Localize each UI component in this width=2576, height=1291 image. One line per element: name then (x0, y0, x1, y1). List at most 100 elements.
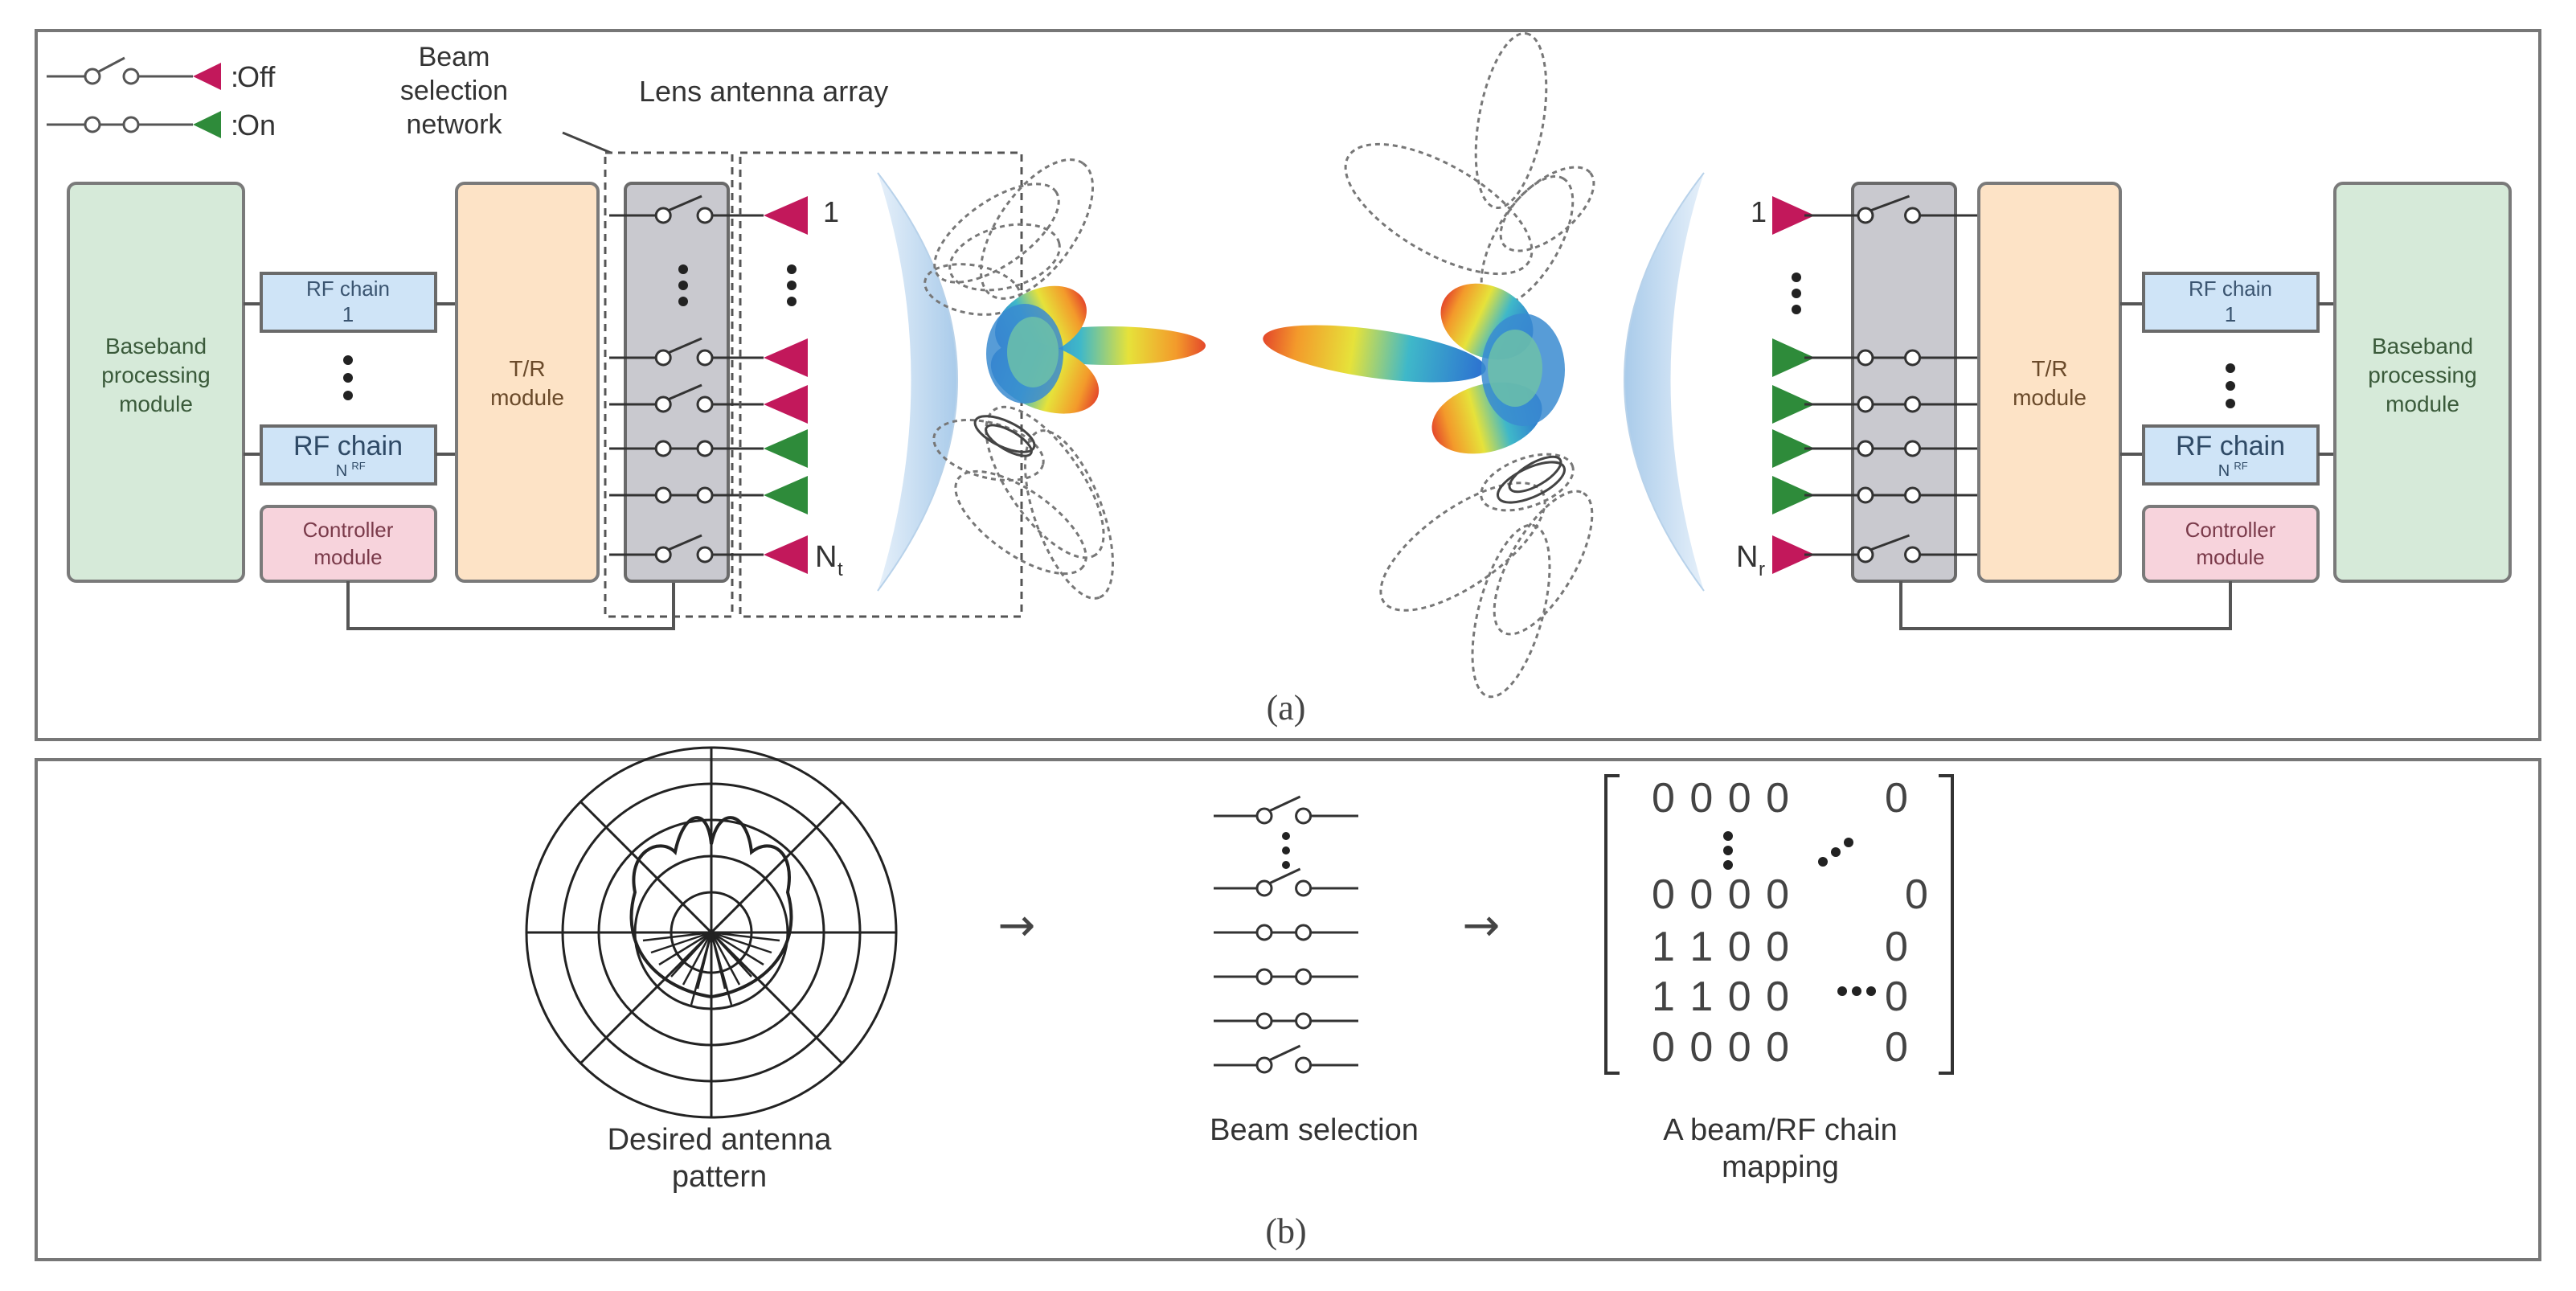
beam-selection-network-label: Beam selection network (400, 42, 508, 140)
rx-baseband-line1: Baseband (2372, 334, 2473, 359)
tx-rf-chain-1 (260, 272, 437, 333)
beam-selection-switch-row (1214, 1012, 1358, 1030)
tx-switch-dots (678, 264, 688, 306)
matrix-row-3-last: 0 (1885, 924, 1908, 970)
tx-controller-line2: module (313, 545, 382, 569)
rx-controller-line1: Controller (2185, 518, 2276, 542)
tx-controller-feedback (346, 579, 675, 630)
pattern-lobe-outline (629, 816, 793, 999)
rx-switch-row (1804, 534, 1979, 564)
tx-antenna-icon (764, 535, 808, 574)
matrix-row-5: 0 0 0 0 (1652, 1024, 1791, 1071)
rx-baseband-module (2333, 182, 2512, 583)
matrix-row-5-last: 0 (1885, 1024, 1908, 1071)
rx-antenna-icon (1772, 338, 1815, 377)
tx-baseband-line3: module (119, 391, 193, 416)
matrix-row-2-last: 0 (1905, 871, 1928, 918)
desired-pattern-caption-line2: pattern (672, 1160, 767, 1194)
matrix-left-bracket (1604, 774, 1620, 1075)
svg-text:network: network (406, 109, 502, 140)
mapping-matrix: 0 0 0 0 0 0 0 0 0 0 1 1 0 0 0 1 1 0 0 0 … (1604, 774, 1954, 1075)
rx-beam-pattern (1263, 31, 1595, 699)
legend-off-label: Off (237, 60, 276, 93)
beam-selection-caption: Beam selection (1210, 1113, 1419, 1147)
rx-switch-row (1804, 395, 1979, 413)
legend-off-antenna-icon (193, 63, 221, 90)
caption-a: (a) (1267, 688, 1306, 727)
svg-text::: : (231, 109, 239, 141)
tx-antenna-icon (764, 338, 808, 377)
rx-port-n-sub: r (1759, 559, 1765, 580)
rx-controller-feedback (1899, 581, 2232, 630)
tx-rf-dots (343, 355, 353, 400)
tx-rf-chain-1-label: RF chain (306, 277, 390, 301)
tx-baseband-line1: Baseband (105, 334, 207, 359)
lens-antenna-array-label: Lens antenna array (639, 75, 888, 108)
rx-switch-row (1804, 349, 1979, 367)
legend-on-antenna-icon (193, 111, 221, 138)
rx-rf-chain-n-label: RF chain (2176, 431, 2285, 461)
panel-b-frame (35, 758, 2541, 1261)
rx-switch-rows (1804, 195, 1979, 564)
beam-selection-switches (1214, 795, 1358, 1074)
matrix-horizontal-dots (1837, 986, 1876, 996)
arrow-1: → (998, 900, 1036, 952)
rx-baseband-line2: processing (2368, 363, 2476, 387)
tx-rf-chain-n-sup: RF (351, 460, 365, 472)
arrow-2: → (1463, 900, 1501, 952)
svg-text::: : (231, 60, 239, 93)
svg-text:Beam: Beam (419, 42, 490, 72)
beam-selection-switch-row (1214, 795, 1358, 825)
desired-pattern-caption-line1: Desired antenna (608, 1123, 833, 1157)
beam-selection-dots (1282, 832, 1290, 869)
tx-tr-module (455, 182, 600, 583)
tx-antenna-icon (764, 429, 808, 468)
beam-selection-switch-row (1214, 867, 1358, 897)
matrix-row-1: 0 0 0 0 (1652, 775, 1791, 822)
rx-tr-line1: T/R (2031, 356, 2067, 381)
tx-tr-line2: module (490, 385, 564, 410)
mapping-caption-line1: A beam/RF chain (1663, 1113, 1897, 1147)
panel-a-frame (35, 29, 2541, 741)
tx-rf-chain-n-sub: N (336, 462, 347, 480)
tx-switch-row (609, 337, 764, 367)
rx-switch-row (1804, 440, 1979, 457)
svg-text:selection: selection (400, 76, 508, 106)
tx-switch-box (624, 182, 730, 583)
tx-port-1-label: 1 (823, 195, 839, 228)
rx-switch-row (1804, 195, 1979, 224)
legend: Off : On : (47, 56, 276, 141)
rx-antenna-icon (1772, 535, 1815, 574)
rx-antenna-icon (1772, 196, 1815, 235)
rx-rf-chain-1-label: RF chain (2189, 277, 2272, 301)
tx-beam-pattern (924, 158, 1206, 600)
tx-rf-chain-n-label: RF chain (293, 431, 403, 461)
rx-antenna-icon (1772, 476, 1815, 514)
tx-port-n-sub: t (838, 559, 843, 580)
tx-side: Baseband processing module RF chain 1 RF… (67, 151, 1023, 630)
rx-switch-row (1804, 486, 1979, 504)
legend-on-label: On (237, 109, 276, 141)
tx-switch-rows (609, 195, 764, 564)
tx-antenna-icon (764, 385, 808, 424)
tx-switch-row (609, 195, 764, 224)
matrix-vertical-dots (1723, 831, 1733, 870)
tx-antenna-icon (764, 196, 808, 235)
matrix-right-bracket (1939, 774, 1954, 1075)
panel-a: Off : On : Beam selection network Lens a… (35, 29, 2541, 741)
tx-baseband-module (67, 182, 245, 583)
rx-baseband-line3: module (2386, 391, 2459, 416)
rx-port-n-label: N (1736, 540, 1758, 574)
rx-controller-line2: module (2196, 545, 2264, 569)
tx-switch-row (609, 534, 764, 564)
matrix-row-4-last: 0 (1885, 973, 1908, 1020)
matrix-diagonal-dots (1818, 838, 1853, 867)
tx-controller-line1: Controller (303, 518, 394, 542)
rx-rf-chain-n-sup: RF (2234, 460, 2247, 472)
tx-port-n-label: N (815, 540, 837, 574)
panel-b: Desired antenna pattern → Beam selection… (35, 746, 2541, 1261)
matrix-row-3: 1 1 0 0 (1652, 924, 1791, 970)
rx-antenna-dots (1792, 273, 1801, 314)
tx-switch-row (609, 440, 764, 457)
